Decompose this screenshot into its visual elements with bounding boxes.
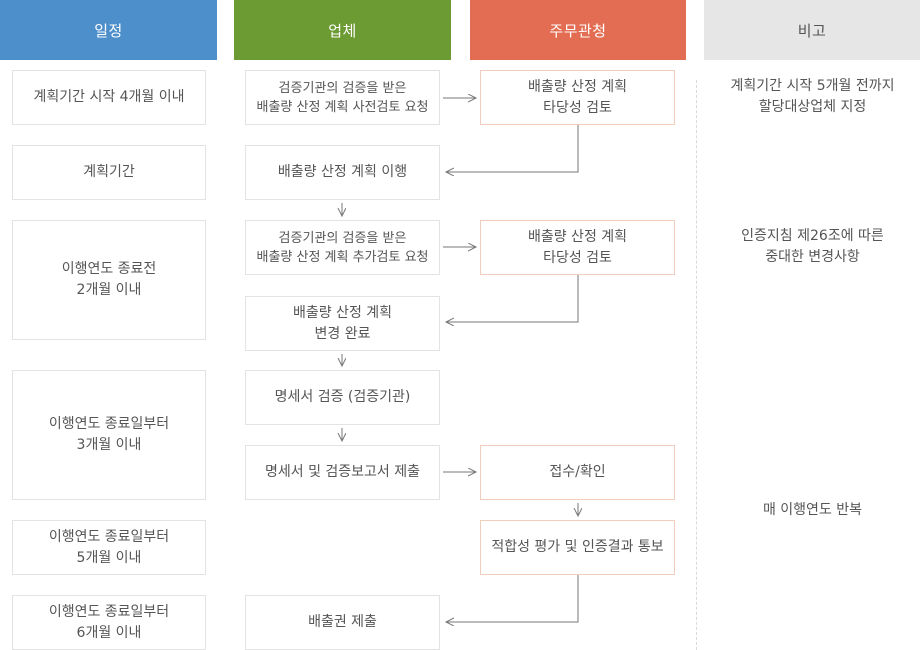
- schedule-step-1: 계획기간 시작 4개월 이내: [12, 70, 206, 125]
- company-step-pre-review-request: 검증기관의 검증을 받은 배출량 산정 계획 사전검토 요청: [245, 70, 440, 125]
- company-step-7-label: 배출권 제출: [308, 614, 377, 630]
- authority-step-1-label: 배출량 산정 계획 타당성 검토: [527, 78, 628, 116]
- schedule-header-label: 일정: [94, 21, 123, 40]
- company-header-label: 업체: [328, 21, 357, 40]
- schedule-step-5: 이행연도 종료일부터 5개월 이내: [12, 520, 206, 575]
- company-step-2-label: 배출량 산정 계획 이행: [277, 164, 408, 180]
- schedule-step-3: 이행연도 종료전 2개월 이내: [12, 220, 206, 340]
- company-step-plan-change-complete: 배출량 산정 계획 변경 완료: [245, 296, 440, 351]
- note-designation: 계획기간 시작 5개월 전까지 할당대상업체 지정: [730, 78, 895, 115]
- arrow-evaluation-to-permit-submission: [446, 575, 579, 622]
- authority-step-2-label: 배출량 산정 계획 타당성 검토: [527, 228, 628, 266]
- schedule-step-2: 계획기간: [12, 145, 206, 200]
- schedule-step-4-label: 이행연도 종료일부터 3개월 이내: [48, 416, 170, 453]
- schedule-step-2-label: 계획기간: [83, 164, 135, 180]
- schedule-step-4: 이행연도 종료일부터 3개월 이내: [12, 370, 206, 500]
- arrow-review-2-to-change-complete: [446, 275, 579, 322]
- schedule-step-6-label: 이행연도 종료일부터 6개월 이내: [48, 603, 170, 641]
- note-significant-change: 인증지침 제26조에 따른 중대한 변경사항: [741, 228, 884, 265]
- authority-step-plan-validity-review-1: 배출량 산정 계획 타당성 검토: [480, 70, 675, 125]
- authority-step-conformity-evaluation: 적합성 평가 및 인증결과 통보: [480, 520, 675, 575]
- notes-divider: [696, 80, 697, 650]
- notes-column-header: 비고: [704, 0, 920, 60]
- authority-step-plan-validity-review-2: 배출량 산정 계획 타당성 검토: [480, 220, 675, 275]
- notes-header-label: 비고: [797, 21, 827, 40]
- company-step-additional-review-request: 검증기관의 검증을 받은 배출량 산정 계획 추가검토 요청: [245, 220, 440, 275]
- company-step-4-label: 배출량 산정 계획 변경 완료: [292, 304, 393, 342]
- schedule-step-5-label: 이행연도 종료일부터 5개월 이내: [48, 528, 170, 566]
- company-step-statement-verification: 명세서 검증 (검증기관): [245, 370, 440, 425]
- company-step-5-label: 명세서 검증 (검증기관): [274, 389, 411, 405]
- schedule-column-header: 일정: [0, 0, 217, 60]
- note-annual-repeat: 매 이행연도 반복: [762, 502, 863, 518]
- company-step-emission-permit-submission: 배출권 제출: [245, 595, 440, 650]
- authority-step-3-label: 접수/확인: [549, 464, 606, 480]
- company-step-6-label: 명세서 및 검증보고서 제출: [264, 464, 421, 480]
- authority-step-receipt-confirmation: 접수/확인: [480, 445, 675, 500]
- schedule-step-1-label: 계획기간 시작 4개월 이내: [33, 89, 185, 105]
- company-column-header: 업체: [234, 0, 451, 60]
- authority-step-4-label: 적합성 평가 및 인증결과 통보: [491, 539, 664, 555]
- company-step-1-label: 검증기관의 검증을 받은 배출량 산정 계획 사전검토 요청: [256, 80, 429, 115]
- arrow-review-1-to-execution: [446, 125, 579, 172]
- company-step-3-label: 검증기관의 검증을 받은 배출량 산정 계획 추가검토 요청: [256, 230, 429, 265]
- company-step-statement-submission: 명세서 및 검증보고서 제출: [245, 445, 440, 500]
- schedule-step-3-label: 이행연도 종료전 2개월 이내: [61, 261, 157, 298]
- authority-header-label: 주무관청: [549, 21, 607, 40]
- authority-column-header: 주무관청: [470, 0, 686, 60]
- company-step-plan-execution: 배출량 산정 계획 이행: [245, 145, 440, 200]
